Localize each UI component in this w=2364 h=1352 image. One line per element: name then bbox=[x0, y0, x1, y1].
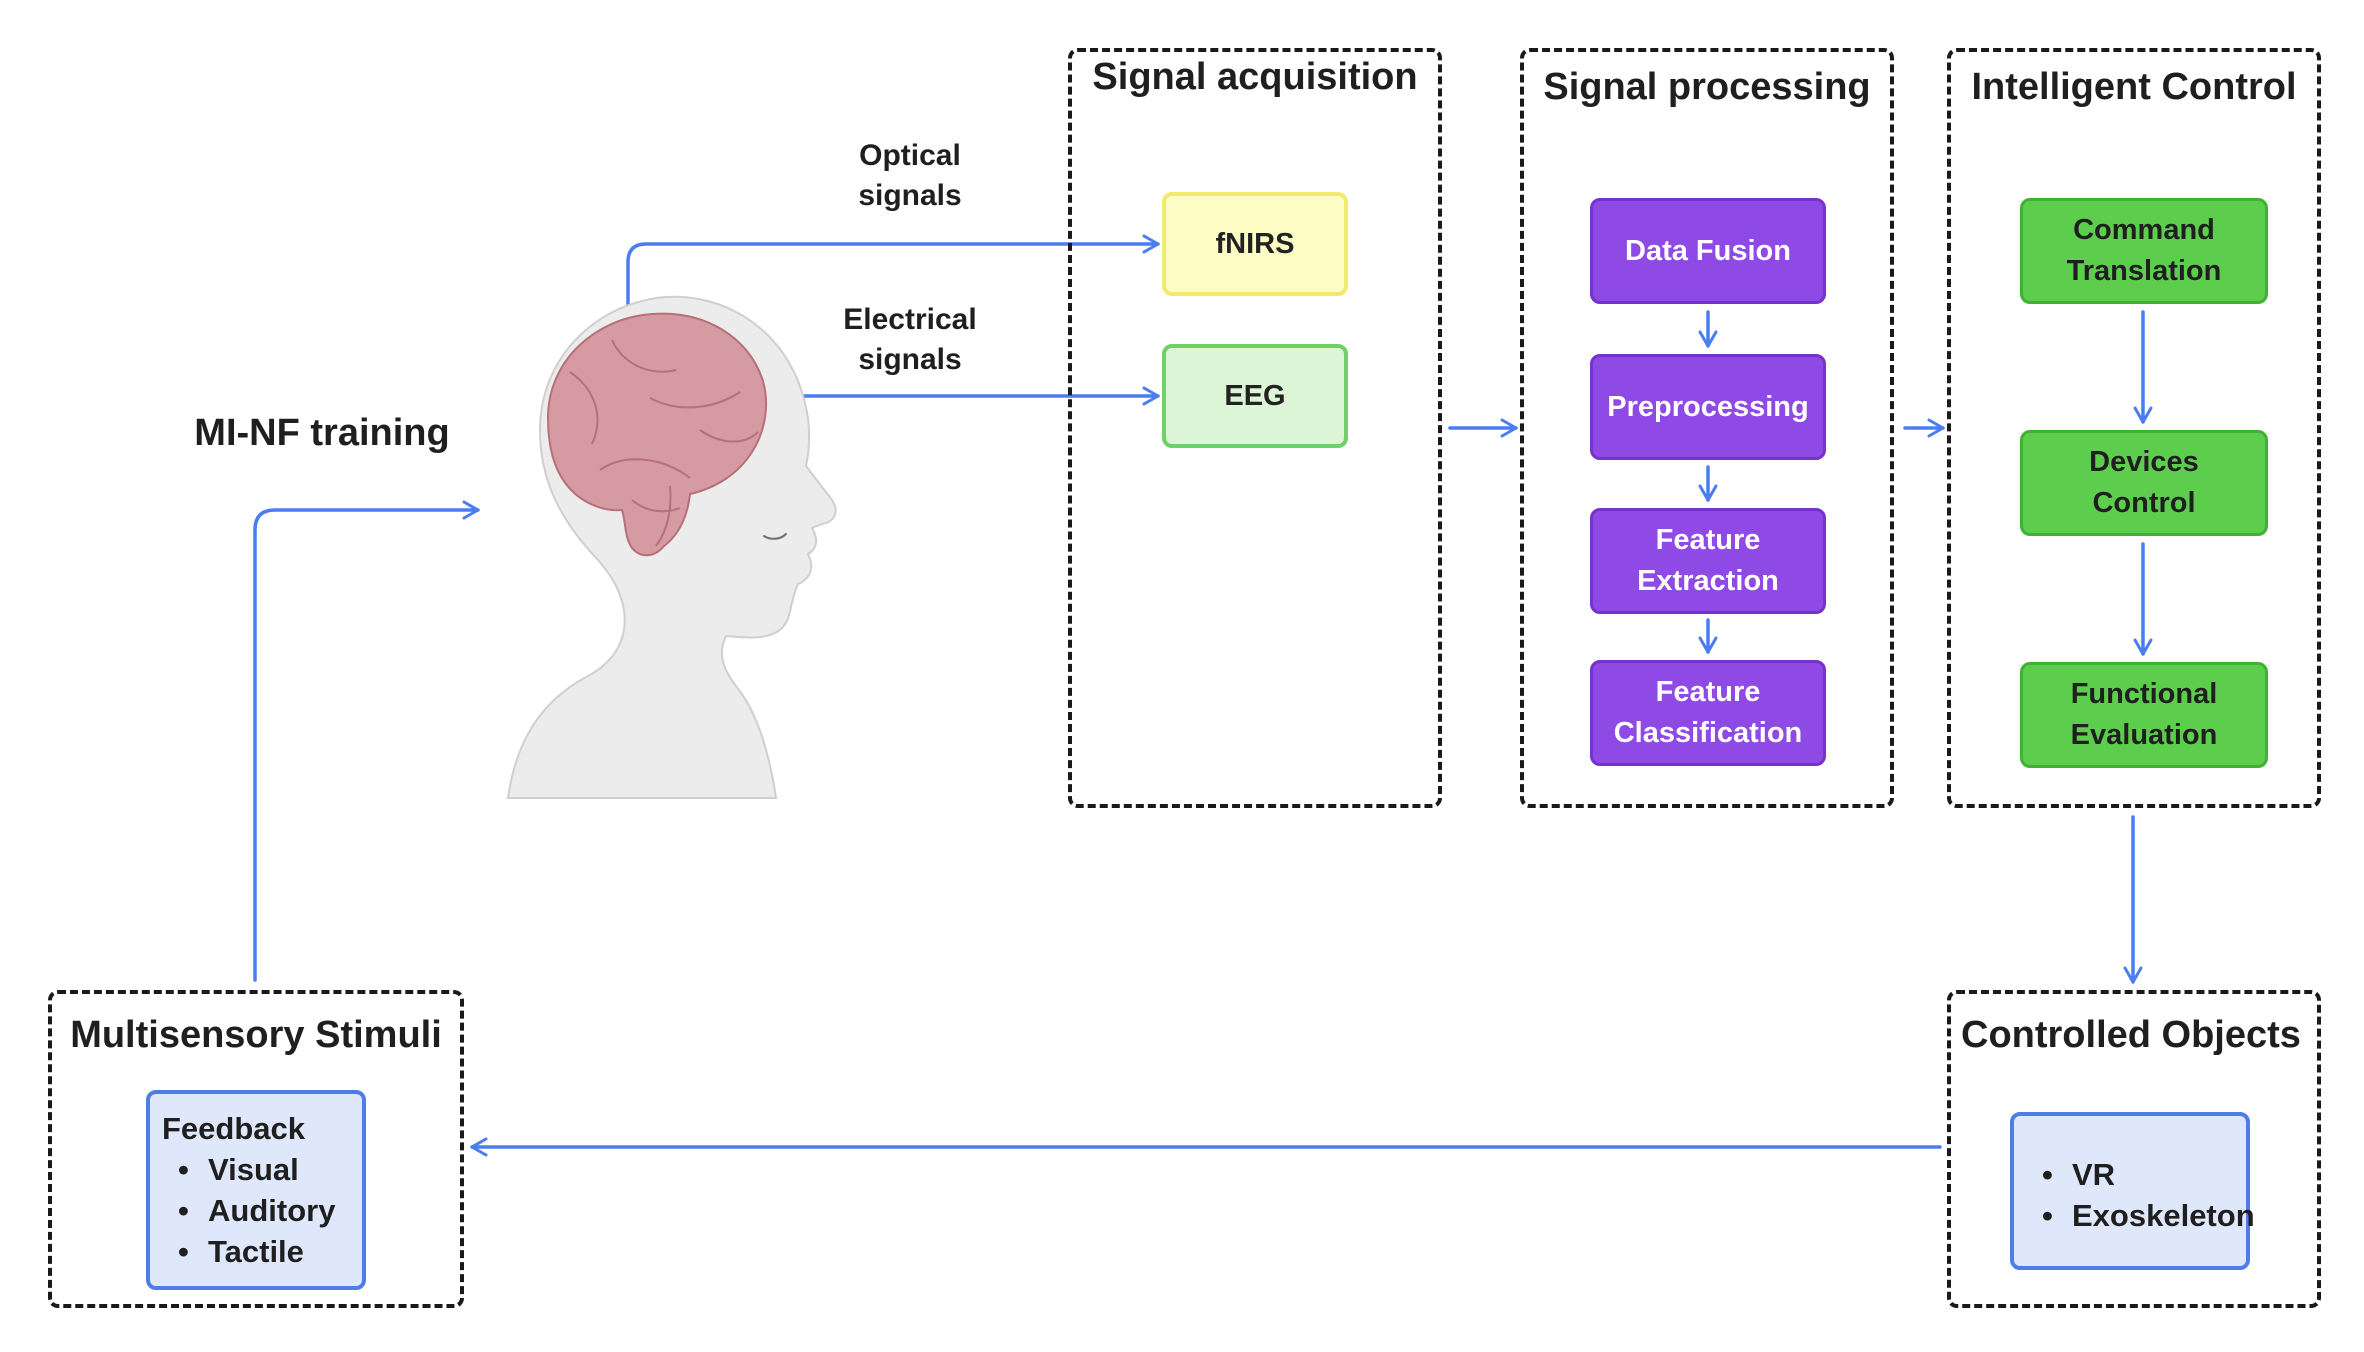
list-item: Auditory bbox=[150, 1190, 362, 1231]
list-item: Exoskeleton bbox=[2014, 1195, 2255, 1236]
optical-signal-arrow bbox=[626, 234, 1160, 420]
human-head-icon bbox=[506, 295, 837, 799]
panel-title: Intelligent Control bbox=[1971, 66, 2297, 108]
feedback-heading: Feedback bbox=[162, 1111, 306, 1146]
optical-signals-label: Optical signals bbox=[858, 139, 962, 212]
list-item: Visual bbox=[150, 1149, 362, 1190]
multisensory-stimuli-panel: Multisensory Stimuli bbox=[48, 990, 464, 1308]
controlled-objects-panel: Controlled Objects bbox=[1947, 990, 2321, 1308]
panel-title: Signal processing bbox=[1543, 66, 1871, 108]
panel-title: Signal acquisition bbox=[1092, 56, 1418, 98]
stimuli-to-training-arrow bbox=[253, 500, 480, 982]
intelligent-control-panel: Intelligent Control bbox=[1947, 48, 2321, 808]
signal-acquisition-panel: Signal acquisition bbox=[1068, 48, 1442, 808]
signal-processing-panel: Signal processing bbox=[1520, 48, 1894, 808]
preprocessing-node: Preprocessing bbox=[1590, 354, 1826, 460]
list-item: VR bbox=[2014, 1154, 2246, 1195]
controlled-objects-list: VR Exoskeleton bbox=[2010, 1112, 2255, 1270]
list-item: Tactile bbox=[150, 1231, 362, 1272]
mi-nf-training-label: MI-NF training bbox=[194, 412, 450, 454]
data-fusion-node: Data Fusion bbox=[1590, 198, 1826, 304]
panel-title: Controlled Objects bbox=[1961, 1014, 2301, 1056]
eeg-node: EEG bbox=[1162, 344, 1348, 448]
feedback-list: Feedback Visual Auditory Tactile bbox=[146, 1090, 366, 1290]
fnirs-node: fNIRS bbox=[1162, 192, 1348, 296]
panel-title: Multisensory Stimuli bbox=[70, 1014, 442, 1056]
electrical-signals-label: Electrical signals bbox=[843, 303, 977, 376]
